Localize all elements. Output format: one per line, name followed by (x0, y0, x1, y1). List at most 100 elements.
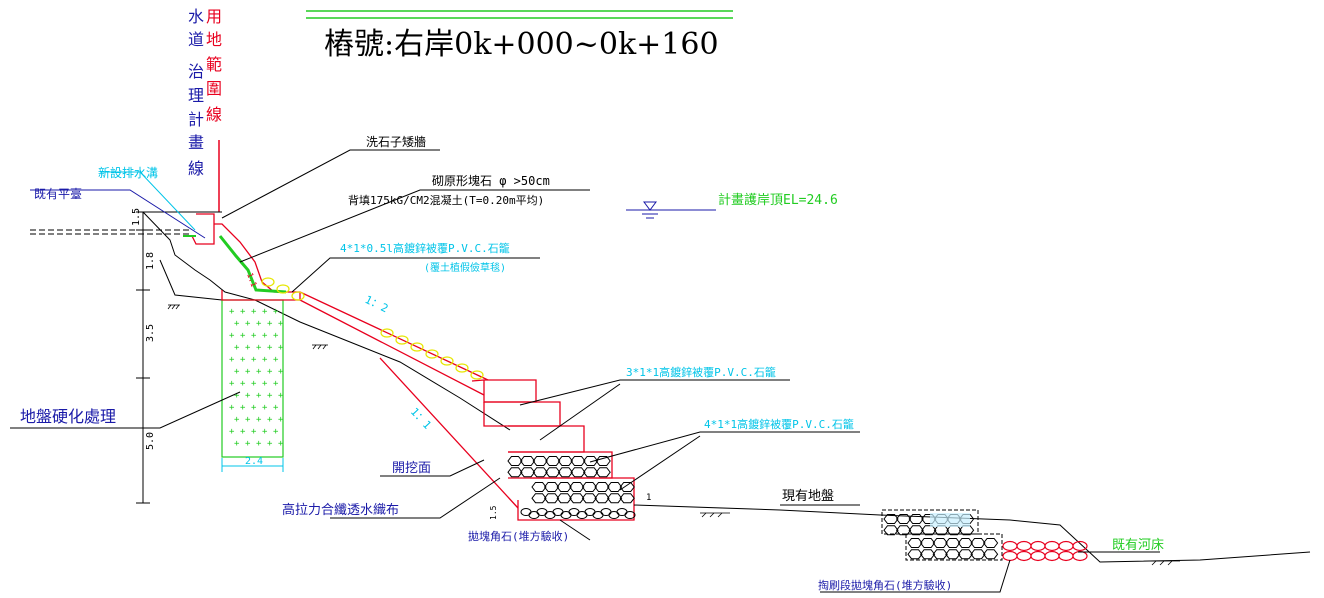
existing-platform-lines (30, 211, 222, 235)
svg-text:+: + (229, 355, 235, 365)
svg-text:+: + (278, 343, 284, 353)
label-design-crest: 計畫護岸頂EL=24.6 (718, 192, 838, 208)
waterway-line-label: 水道治 理計畫線 (188, 7, 214, 178)
svg-text:+: + (251, 403, 257, 413)
label-new-drain: 新設排水溝 (98, 165, 158, 180)
svg-text:+: + (256, 343, 262, 353)
svg-text:+: + (256, 391, 262, 401)
label-wash-stone-wall: 洗石子矮牆 (366, 134, 426, 149)
svg-text:+: + (234, 439, 240, 449)
original-ground-line (142, 211, 511, 431)
label-masonry-stone: 砌原形塊石 φ >50cm (432, 173, 550, 188)
label-existing-platform: 既有平臺 (34, 186, 82, 201)
leader-lines (10, 149, 1160, 593)
label-existing-riverbed: 既有河床 (1112, 538, 1164, 553)
svg-text:+: + (229, 379, 235, 389)
svg-text:+: + (278, 415, 284, 425)
svg-text:+: + (245, 391, 251, 401)
svg-text:+: + (234, 319, 240, 329)
svg-text:+: + (240, 403, 246, 413)
svg-text:+: + (251, 307, 257, 317)
dim-h1: 1.5 (131, 208, 142, 226)
svg-text:+: + (267, 415, 273, 425)
svg-text:+: + (240, 355, 246, 365)
svg-text:+: + (273, 403, 279, 413)
svg-text:+: + (256, 439, 262, 449)
svg-text:+: + (267, 391, 273, 401)
svg-text:+: + (262, 331, 268, 341)
gabion-chain (261, 277, 484, 380)
label-gabion-4x1x1: 4*1*1高鍍鋅被覆P.V.C.石籠 (704, 417, 854, 431)
svg-text:+: + (273, 307, 279, 317)
svg-text:+: + (256, 367, 262, 377)
svg-text:+: + (251, 427, 257, 437)
svg-text:+: + (229, 427, 235, 437)
svg-text:+: + (251, 379, 257, 389)
riprap-end-stones (1002, 540, 1088, 562)
station-title: 樁號:右岸0k+000~0k+160 (324, 27, 719, 62)
riprap-stones (520, 508, 636, 519)
dim-h2: 1.8 (145, 252, 156, 270)
svg-text:+: + (267, 367, 273, 377)
dim-toe-b: 1.1 (245, 272, 258, 289)
svg-text:+: + (262, 403, 268, 413)
svg-text:+: + (229, 331, 235, 341)
svg-text:+: + (267, 319, 273, 329)
water-level-symbol (626, 201, 716, 219)
svg-text:+: + (234, 415, 240, 425)
masonry-face (218, 235, 287, 294)
dim-step-small: 1 (646, 493, 651, 503)
svg-text:+: + (267, 439, 273, 449)
dim-h4: 5.0 (145, 432, 156, 450)
svg-text:+: + (251, 355, 257, 365)
slope-upper-label: 1：2 (363, 293, 390, 315)
svg-text:+: + (273, 379, 279, 389)
svg-text:+: + (278, 391, 284, 401)
svg-text:+: + (240, 379, 246, 389)
label-gabion-cover: (覆土植假儉草毯) (424, 261, 506, 274)
svg-text:+: + (256, 415, 262, 425)
ground-hatch (167, 304, 1180, 566)
revetment-structure (191, 213, 635, 521)
svg-text:+: + (273, 355, 279, 365)
ground-improvement-block: ++++++++++++++++++++++++++++++++++++++++… (221, 299, 284, 458)
water-fill (930, 513, 970, 527)
label-existing-ground: 現有地盤 (782, 489, 834, 504)
svg-text:+: + (229, 403, 235, 413)
svg-text:+: + (234, 367, 240, 377)
label-backfill-concrete: 背填175kG/CM2混凝土(T=0.20m平均) (348, 193, 544, 207)
svg-text:+: + (240, 427, 246, 437)
slope-lower-label: 1：1 (408, 405, 434, 432)
svg-text:+: + (262, 379, 268, 389)
label-gabion-3x1x1: 3*1*1高鍍鋅被覆P.V.C.石籠 (626, 365, 776, 379)
svg-text:+: + (240, 331, 246, 341)
svg-text:+: + (262, 427, 268, 437)
svg-text:+: + (245, 319, 251, 329)
svg-text:+: + (267, 343, 273, 353)
gabion-mesh (507, 456, 635, 504)
excavation-line (159, 259, 223, 301)
svg-text:+: + (245, 439, 251, 449)
svg-text:+: + (256, 319, 262, 329)
svg-text:+: + (229, 307, 235, 317)
svg-text:+: + (245, 367, 251, 377)
label-riprap-end: 掏刷段拋塊角石(堆方驗收) (818, 578, 952, 592)
svg-text:+: + (278, 367, 284, 377)
svg-text:+: + (245, 343, 251, 353)
svg-text:+: + (234, 391, 240, 401)
svg-text:+: + (273, 427, 279, 437)
dim-pile-width: 2.4 (245, 456, 263, 467)
title-underline (306, 10, 733, 19)
label-riprap: 拋塊角石(堆方驗收) (468, 529, 569, 543)
label-geotextile: 高拉力合纖透水織布 (282, 502, 399, 518)
svg-text:+: + (262, 355, 268, 365)
svg-text:+: + (273, 331, 279, 341)
svg-text:+: + (278, 319, 284, 329)
dim-h3: 3.5 (145, 324, 156, 342)
svg-text:+: + (245, 415, 251, 425)
label-excavation-face: 開挖面 (392, 461, 431, 476)
svg-text:+: + (278, 439, 284, 449)
riverbed-gabions (881, 509, 1003, 561)
svg-text:+: + (251, 331, 257, 341)
